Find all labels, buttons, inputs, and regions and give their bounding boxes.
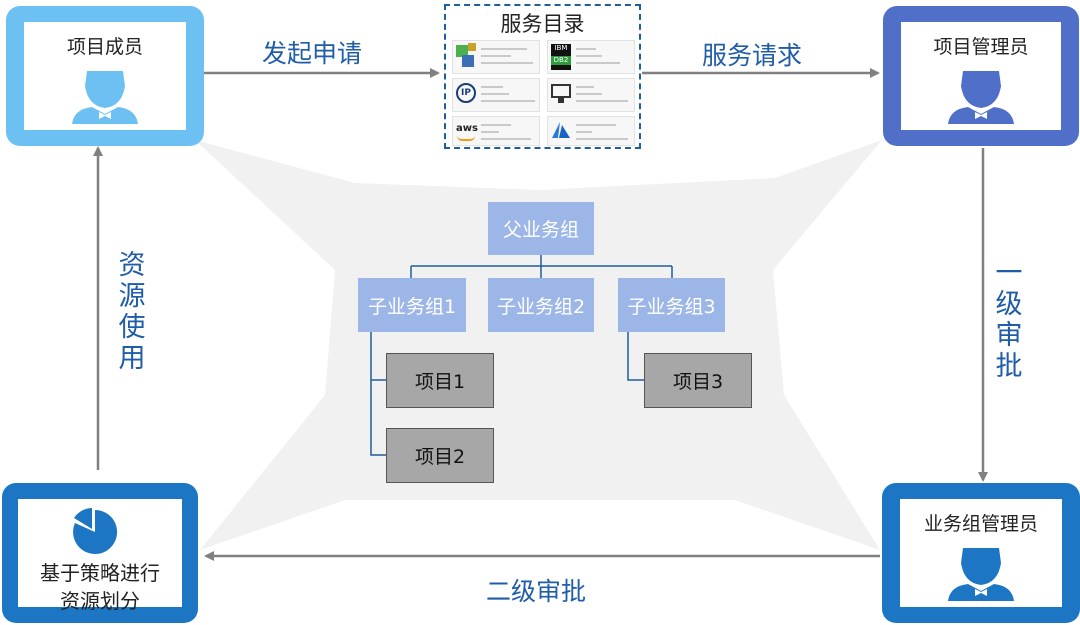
child-group-2-box: 子业务组2: [488, 278, 594, 332]
child-group-1-box: 子业务组1: [358, 278, 466, 332]
policy-card: 基于策略进行 资源划分: [2, 483, 198, 623]
service-catalog-title: 服务目录: [500, 12, 585, 36]
ip-logo-icon: IP: [456, 83, 476, 103]
level2-approval-label: 二级审批: [486, 577, 587, 606]
initiate-label: 发起申请: [262, 39, 363, 68]
resource-usage-char: 使: [118, 312, 146, 343]
catalog-item[interactable]: [452, 40, 540, 74]
level1-char: 审: [995, 320, 1023, 351]
policy-title-line2: 资源划分: [60, 589, 140, 613]
project-admin-title: 项目管理员: [933, 36, 1029, 58]
group-admin-card: 业务组管理员: [882, 483, 1080, 623]
person-icon: [948, 548, 1014, 601]
resource-usage-char: 源: [118, 281, 146, 312]
background-star-shape: [195, 140, 882, 550]
level1-char: 一: [995, 258, 1023, 289]
level1-char: 批: [995, 351, 1023, 382]
service-catalog: 服务目录 IBM DB2 IP aws: [444, 4, 641, 149]
project-3-box: 项目3: [644, 353, 752, 408]
person-icon: [948, 71, 1014, 124]
catalog-item[interactable]: IBM DB2: [547, 40, 635, 74]
resource-usage-label: 资 源 使 用: [115, 250, 149, 374]
resource-usage-char: 用: [118, 343, 146, 374]
service-request-label: 服务请求: [702, 41, 803, 70]
project-1-box: 项目1: [386, 353, 494, 408]
project-admin-card: 项目管理员: [883, 6, 1079, 146]
azure-logo-icon: [552, 122, 570, 138]
ibm-db2-logo-icon: IBM DB2: [551, 44, 571, 70]
child-group-3-box: 子业务组3: [618, 278, 725, 332]
hierarchy-connectors: [370, 255, 673, 456]
resource-usage-char: 资: [118, 250, 146, 281]
level1-char: 级: [995, 289, 1023, 320]
pie-chart-icon: [73, 508, 118, 554]
catalog-item[interactable]: [547, 78, 635, 112]
parent-group-box: 父业务组: [488, 202, 594, 255]
person-icon: [72, 71, 138, 124]
project-member-title: 项目成员: [66, 36, 143, 58]
monitor-gear-icon: [551, 84, 571, 98]
level1-approval-label: 一 级 审 批: [992, 258, 1026, 382]
stack-logo-icon: [456, 45, 468, 57]
policy-title-line1: 基于策略进行: [40, 561, 160, 585]
catalog-item[interactable]: [547, 116, 635, 146]
project-2-box: 项目2: [386, 428, 494, 483]
catalog-item[interactable]: aws: [452, 116, 540, 146]
project-member-card: 项目成员: [6, 6, 204, 146]
catalog-item[interactable]: IP: [452, 78, 540, 112]
policy-title: 基于策略进行 资源划分: [18, 559, 182, 615]
aws-logo-icon: aws: [456, 123, 478, 134]
group-admin-title: 业务组管理员: [923, 513, 1038, 535]
